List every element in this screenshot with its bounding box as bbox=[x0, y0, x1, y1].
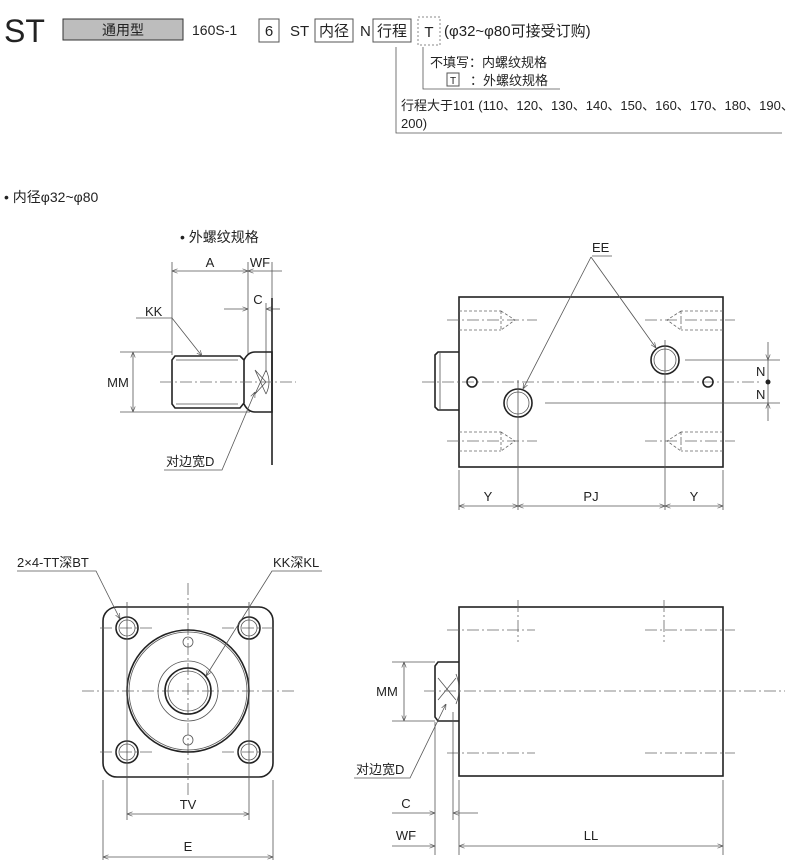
dim-n-upper-label: N bbox=[756, 364, 765, 379]
stroke-label: 行程 bbox=[377, 23, 407, 40]
detail-title: • 外螺纹规格 bbox=[180, 229, 259, 245]
front-view: TV E 2×4-TT深BT KK深KL bbox=[17, 555, 322, 860]
thread-t-box bbox=[446, 72, 460, 87]
dim-wf-side-label: WF bbox=[396, 828, 416, 843]
dim-wf-label: WF bbox=[250, 255, 270, 270]
dim-mm-side-label: MM bbox=[376, 684, 398, 699]
d-label: 对边宽D bbox=[166, 454, 214, 469]
thread-rod bbox=[171, 355, 245, 409]
stroke-bracket bbox=[395, 47, 782, 134]
bore-note: (φ32~φ80可接受订购) bbox=[444, 23, 591, 40]
n-label: N bbox=[360, 23, 371, 40]
series-label: ST bbox=[4, 13, 45, 49]
dim-mm-label: MM bbox=[107, 375, 129, 390]
thread-note-external: ：外螺纹规格 bbox=[470, 73, 548, 88]
ee-label: EE bbox=[592, 240, 610, 255]
thread-note-internal: 不填写：内螺纹规格 bbox=[430, 55, 547, 70]
type-label: 通用型 bbox=[102, 22, 144, 38]
thread-t-label: T bbox=[450, 76, 456, 87]
rod-boss bbox=[434, 351, 459, 411]
box-6 bbox=[258, 18, 280, 43]
rod-end bbox=[164, 667, 212, 715]
kk-depth-label: KK深KL bbox=[273, 555, 319, 570]
tt-label: 2×4-TT深BT bbox=[17, 555, 89, 570]
body-side-outline bbox=[458, 606, 724, 777]
external-thread-detail: • 外螺纹规格 A WF C MM KK 对边宽D bbox=[107, 229, 296, 471]
t-box bbox=[417, 16, 441, 46]
dim-y-right-label: Y bbox=[690, 489, 699, 504]
stroke-box bbox=[372, 18, 412, 43]
st-label: ST bbox=[290, 23, 309, 40]
order-code: ST 通用型 160S-1 6 ST 内径 N 行程 T (φ32~φ80可接受… bbox=[4, 13, 790, 134]
t-label: T bbox=[424, 24, 433, 41]
model-label: 160S-1 bbox=[192, 22, 237, 38]
stroke-note-line2: 200) bbox=[401, 116, 427, 131]
top-view: N N Y PJ Y EE bbox=[422, 240, 780, 510]
side-view: MM 对边宽D C WF LL bbox=[354, 600, 785, 855]
thread-bracket bbox=[422, 47, 560, 90]
dim-y-left-label: Y bbox=[484, 489, 493, 504]
section-title: • 内径φ32~φ80 bbox=[4, 189, 98, 205]
dim-pj-label: PJ bbox=[583, 489, 598, 504]
d-side-label: 对边宽D bbox=[356, 762, 404, 777]
dim-c-label: C bbox=[253, 292, 262, 307]
bore-box bbox=[314, 18, 354, 43]
dim-n-lower-label: N bbox=[756, 387, 765, 402]
dim-tv-label: TV bbox=[180, 797, 197, 812]
dim-e-label: E bbox=[184, 839, 193, 854]
box-6-label: 6 bbox=[265, 23, 273, 40]
kk-label: KK bbox=[145, 304, 163, 319]
dim-c-side-label: C bbox=[401, 796, 410, 811]
rod-boss-side bbox=[434, 661, 459, 722]
bore-label: 内径 bbox=[319, 23, 349, 40]
dim-ll-label: LL bbox=[584, 828, 598, 843]
dim-a-label: A bbox=[206, 255, 215, 270]
stroke-note-line1: 行程大于101 (110、120、130、140、150、160、170、180… bbox=[401, 98, 790, 113]
type-box bbox=[62, 18, 184, 41]
